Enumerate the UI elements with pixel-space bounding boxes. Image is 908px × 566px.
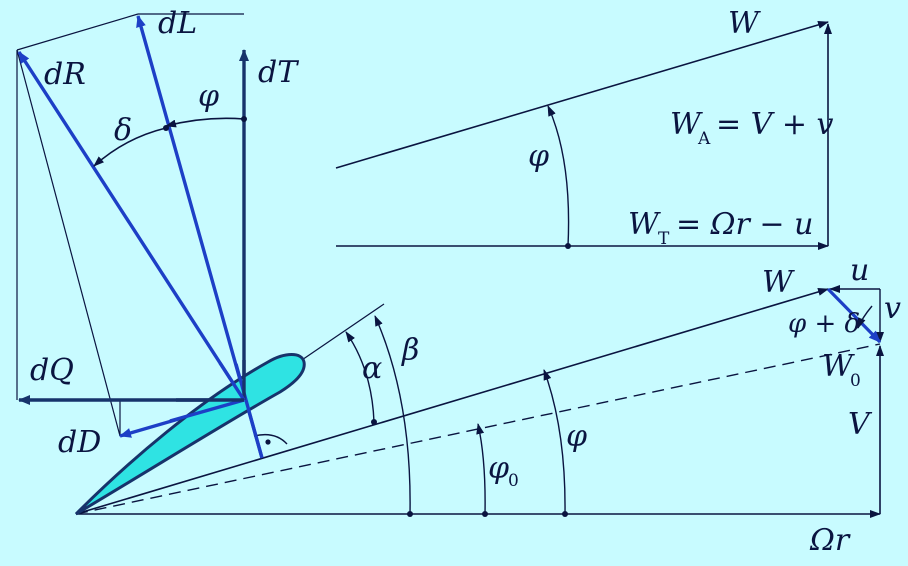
dL-label: dL	[158, 6, 197, 41]
beta-arc	[374, 315, 411, 515]
phi-bottom-label: φ	[566, 419, 587, 454]
dL-vector-tail	[234, 363, 264, 459]
phi0-arc	[476, 423, 486, 515]
phi-force-label: φ	[198, 79, 219, 114]
phi-arc-bottom	[543, 369, 566, 515]
WT-subscript: T	[658, 229, 670, 249]
construction-line-dD	[16, 49, 121, 437]
W0-subscript: 0	[850, 371, 861, 391]
WA-main: W	[670, 107, 703, 142]
phi-plus-delta-label: φ + δ	[788, 309, 860, 339]
delta-label: δ	[114, 113, 132, 148]
WT-label: W	[628, 207, 661, 242]
alpha-label: α	[362, 351, 382, 386]
right-angle-dot	[265, 439, 271, 445]
velocity-triangle-top: W φ W A = V + v W T = Ωr − u	[335, 6, 834, 250]
phi-arc-bottom-dot	[562, 511, 568, 517]
dD-vector-tail	[169, 398, 245, 423]
phi-plus-delta-arc	[857, 305, 873, 329]
W0-main: W	[822, 349, 855, 384]
W-vector-top	[335, 21, 829, 169]
phi0-arc-dot	[482, 511, 488, 517]
delta-arc	[93, 127, 167, 167]
induced-velocity-vector	[826, 287, 882, 344]
phi0-main: φ	[488, 451, 509, 486]
v-label: v	[884, 291, 901, 326]
delta-arc-dot	[163, 125, 169, 131]
WT-equation: = Ωr − u	[676, 207, 813, 242]
lower-diagram: W u v φ + δ W 0 V Ωr α β φ 0 φ	[74, 253, 901, 558]
dR-vector-tail	[218, 362, 246, 401]
dT-label: dT	[258, 55, 299, 90]
u-label: u	[850, 253, 869, 288]
construction-line-top	[16, 13, 139, 51]
Omega-r-label: Ωr	[809, 523, 851, 558]
dR-label: dR	[44, 57, 86, 92]
dD-label: dD	[58, 425, 101, 460]
WA-equation: = V + v	[716, 107, 834, 142]
dQ-label: dQ	[30, 353, 74, 388]
beta-arc-dot	[407, 511, 413, 517]
beta-label: β	[401, 333, 419, 368]
WT-main: W	[628, 207, 661, 242]
force-diagram: dL dT dR dQ dD φ δ	[16, 6, 299, 460]
phi0-subscript: 0	[508, 471, 519, 491]
alpha-arc	[345, 331, 375, 423]
alpha-arc-dot	[371, 419, 377, 425]
W-top-label: W	[728, 6, 761, 41]
phi-arc-dot	[241, 116, 247, 122]
W-bottom-label: W	[762, 265, 795, 300]
phi-top-label: φ	[528, 139, 549, 174]
airfoil	[74, 353, 306, 516]
W0-label: W	[822, 349, 855, 384]
phi-arc-force	[165, 117, 245, 128]
phi-arc-top	[547, 105, 570, 247]
V-label: V	[848, 407, 873, 442]
W-vector-bottom	[75, 288, 829, 515]
WA-subscript: A	[697, 129, 711, 149]
phi-arc-top-dot	[565, 243, 571, 249]
dR-vector	[17, 51, 246, 401]
phi0-label: φ	[488, 451, 509, 486]
WA-label: W	[670, 107, 703, 142]
